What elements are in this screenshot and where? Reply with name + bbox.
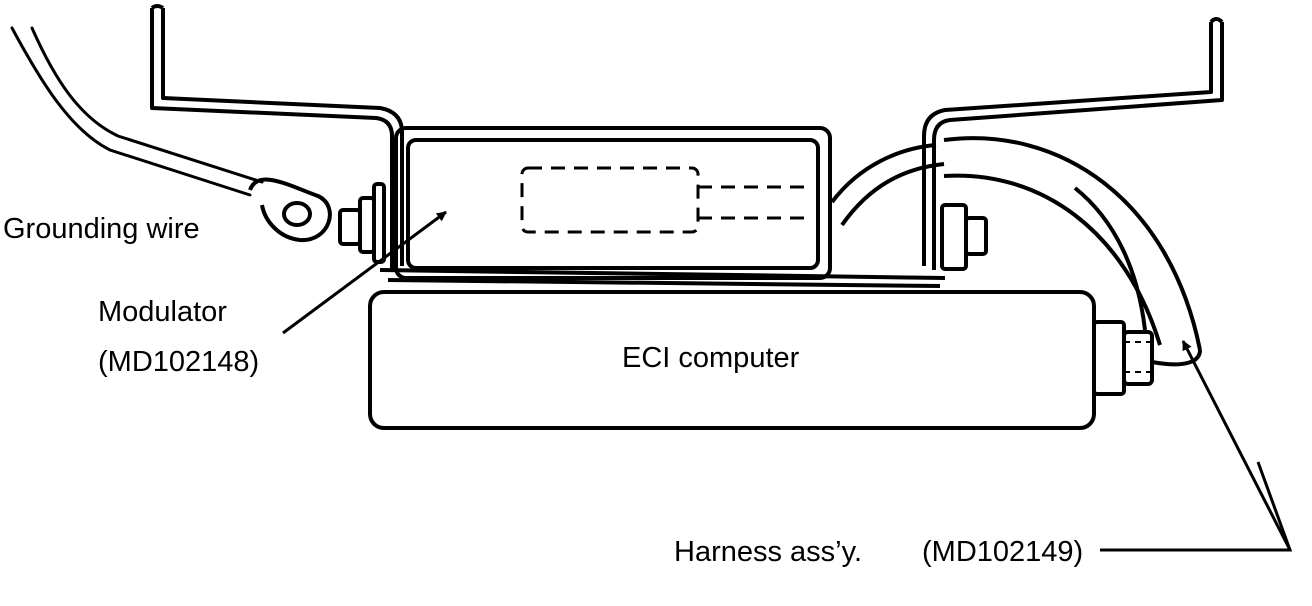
mounting-bracket (150, 4, 1224, 288)
harness-leader-line (1100, 461, 1293, 552)
harness-leader-arrow (1181, 340, 1292, 551)
harness-part-number: (MD102149) (922, 536, 1084, 568)
modulator-part-number: (MD102148) (98, 346, 260, 378)
grounding-wire-label: Grounding wire (3, 213, 200, 245)
eci-computer-label: ECI computer (622, 342, 800, 374)
left-bolt (338, 182, 386, 264)
connector (1092, 320, 1154, 396)
harness-assembly (830, 136, 1202, 367)
modulator-leader-arrow (282, 210, 447, 335)
grounding-terminal (248, 177, 332, 243)
grounding-wire (10, 26, 264, 197)
modulator-body (394, 126, 832, 280)
right-bolt (940, 203, 988, 271)
leader-lines (282, 210, 1293, 552)
harness-label: Harness ass’y. (674, 536, 863, 568)
modulator-internal-part (520, 166, 810, 234)
modulator-label: Modulator (98, 296, 227, 328)
